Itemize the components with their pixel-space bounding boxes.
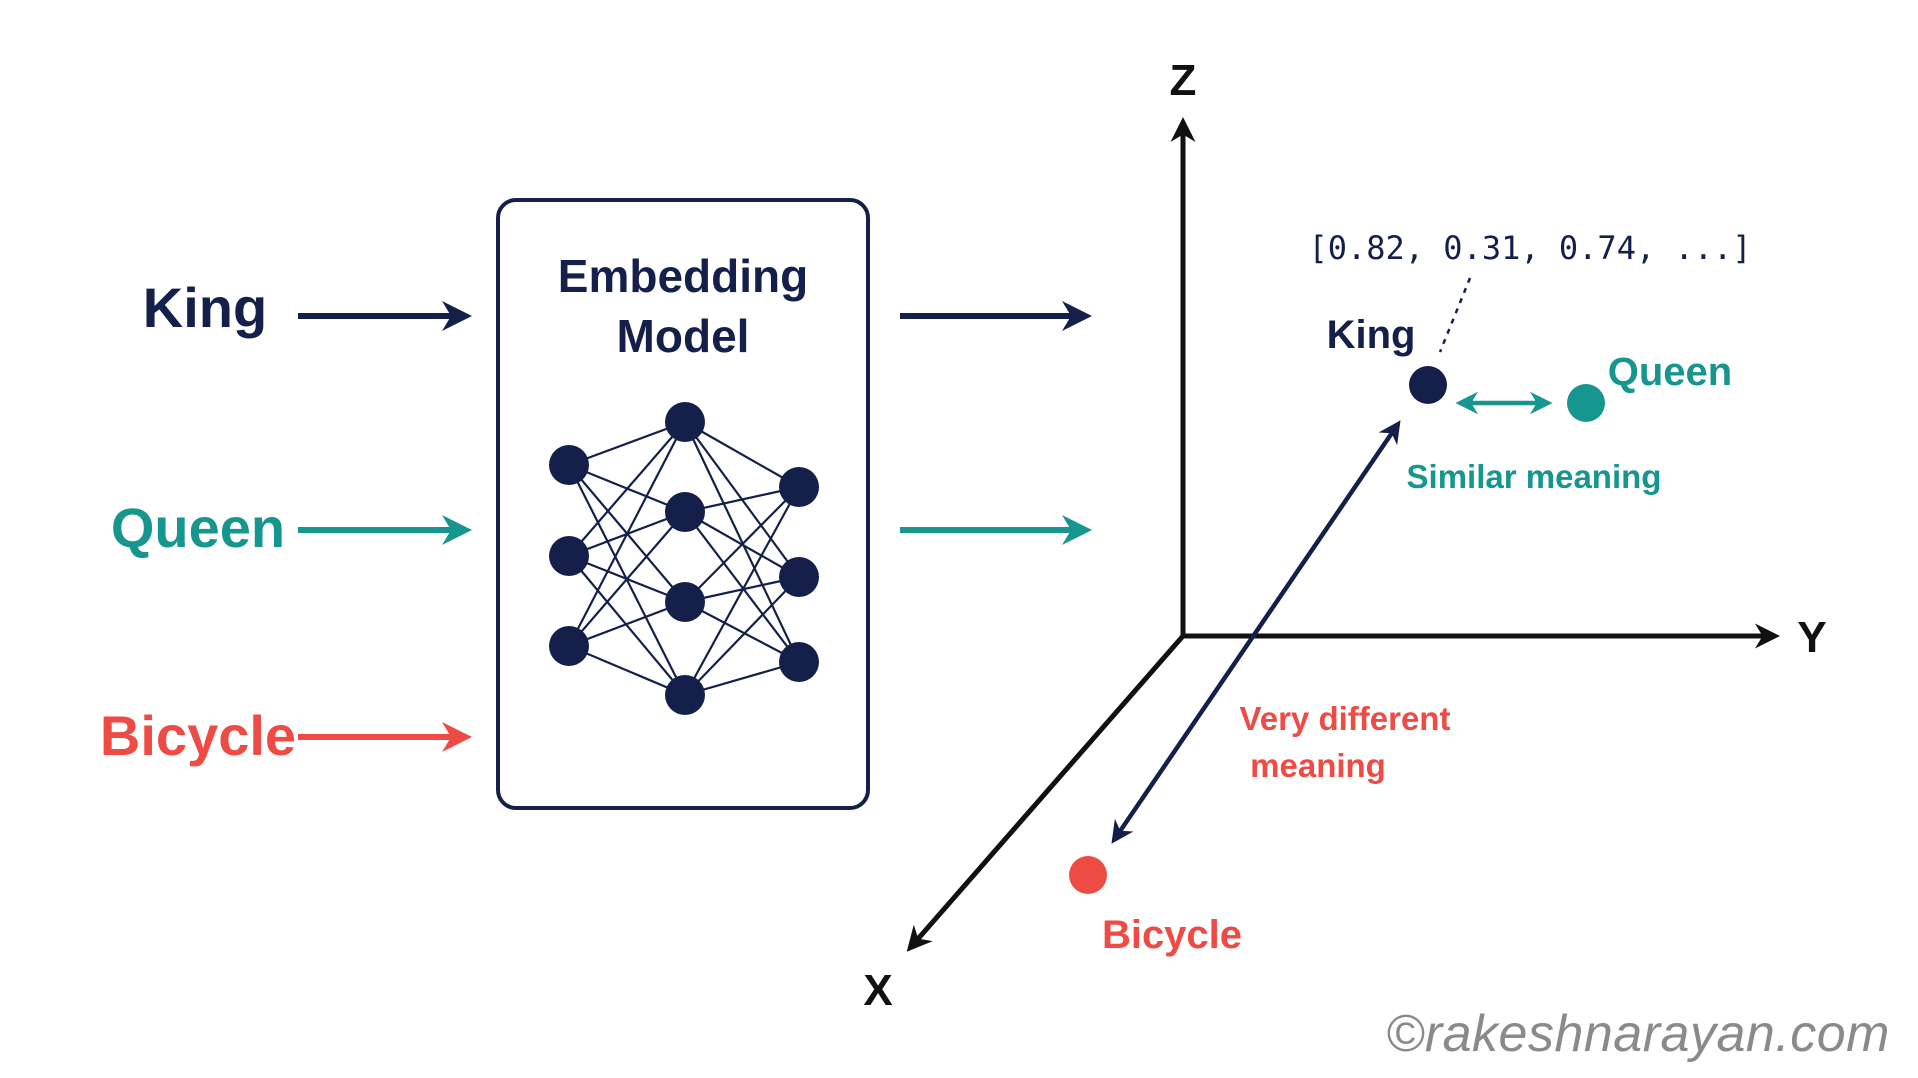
neural-network-icon: [549, 402, 819, 715]
network-edge: [568, 420, 686, 467]
bicycle-point: [1069, 856, 1107, 894]
y-axis-label: Y: [1797, 613, 1826, 662]
network-node: [665, 492, 705, 532]
bicycle-point-label: Bicycle: [1102, 913, 1242, 957]
network-node: [549, 536, 589, 576]
network-node: [549, 445, 589, 485]
network-edge: [684, 486, 800, 696]
vector-leader-line: [1438, 277, 1472, 353]
x-axis: [906, 634, 1185, 952]
network-edge: [568, 600, 686, 648]
input-word-queen: Queen: [111, 496, 285, 559]
network-node: [779, 467, 819, 507]
network-edge: [684, 576, 800, 696]
queen-point-label: Queen: [1608, 350, 1732, 394]
king-point-label: King: [1327, 313, 1416, 357]
network-edge: [684, 511, 800, 663]
network-node: [549, 626, 589, 666]
network-edge: [684, 486, 800, 603]
model-title-line2: Model: [617, 310, 750, 362]
network-node: [665, 582, 705, 622]
network-node: [665, 402, 705, 442]
network-edge: [568, 421, 686, 557]
x-axis-label: X: [863, 966, 892, 1015]
z-axis-label: Z: [1170, 56, 1197, 105]
watermark-text: ©rakeshnarayan.com: [1386, 1005, 1890, 1063]
different-meaning-line1: Very different: [1240, 700, 1451, 737]
network-edge: [568, 644, 686, 697]
network-edge: [568, 421, 686, 647]
network-node: [779, 642, 819, 682]
model-title-line1: Embedding: [558, 250, 808, 302]
king-point: [1409, 366, 1447, 404]
network-node: [779, 557, 819, 597]
queen-point: [1567, 384, 1605, 422]
network-edge: [684, 421, 800, 488]
input-word-bicycle: Bicycle: [100, 704, 296, 767]
network-edge: [684, 421, 800, 663]
network-edge: [568, 511, 686, 647]
king-bicycle-arrow: [1111, 420, 1401, 844]
king-vector-label: [0.82, 0.31, 0.74, ...]: [1308, 229, 1751, 267]
network-edge: [684, 601, 800, 663]
similar-meaning-label: Similar meaning: [1407, 458, 1662, 495]
different-meaning-line2: meaning: [1250, 747, 1386, 784]
input-word-king: King: [143, 276, 267, 339]
network-edge: [568, 555, 686, 696]
network-node: [665, 675, 705, 715]
